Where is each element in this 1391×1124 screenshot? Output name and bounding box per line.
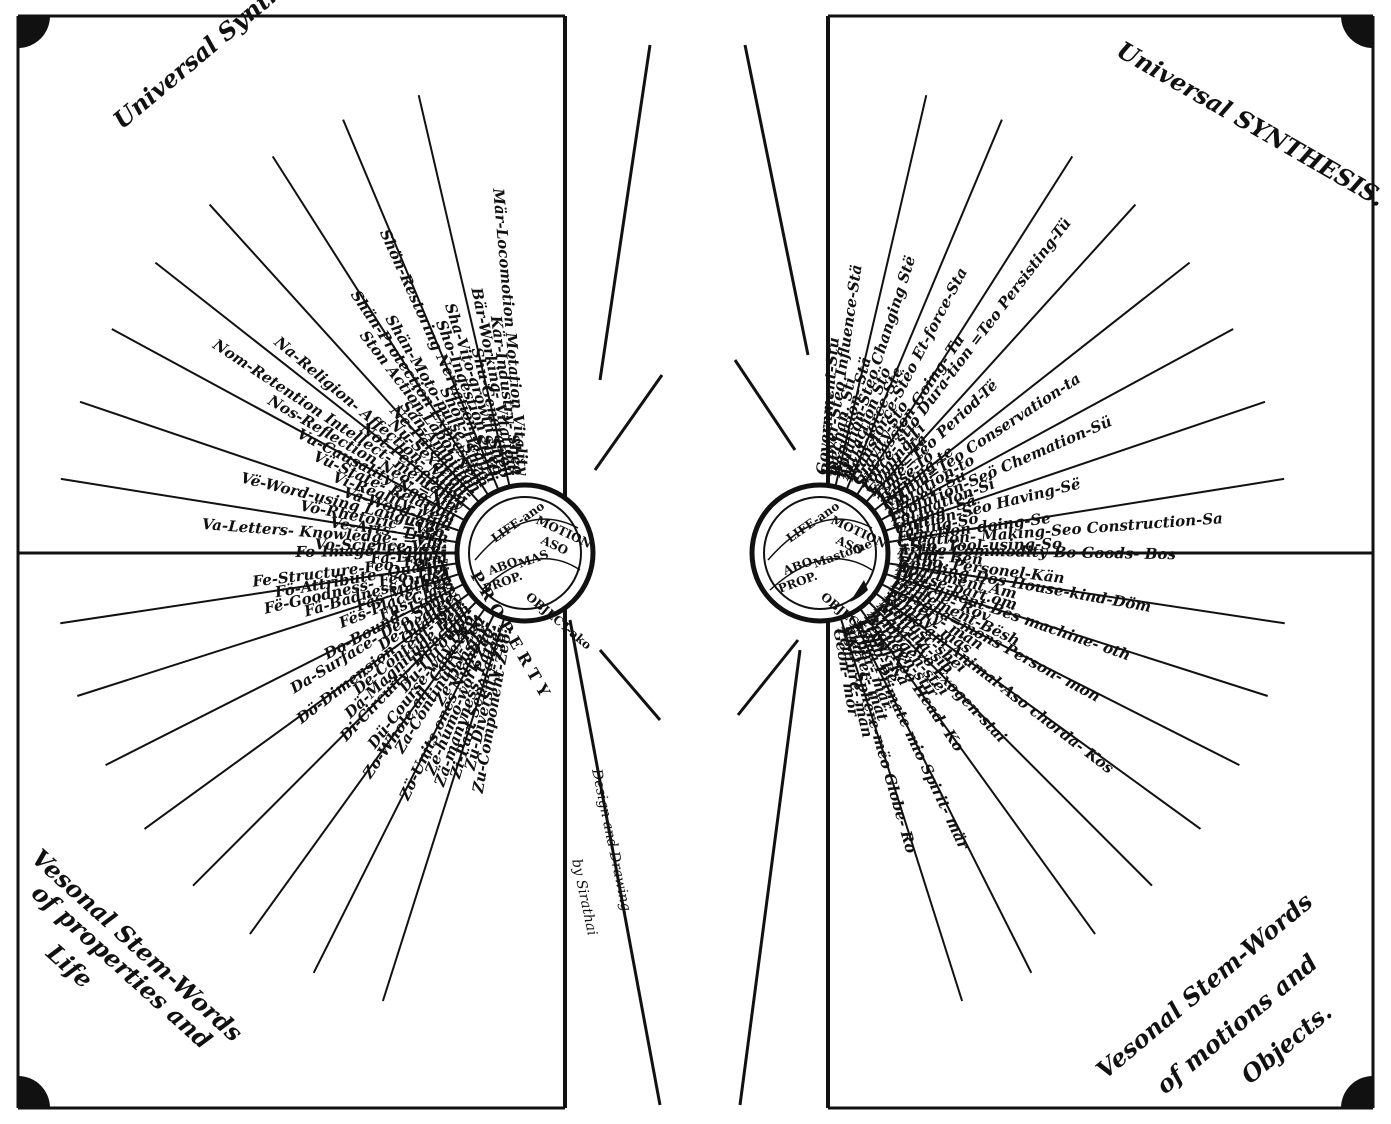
left-ray-divider-lower-23 bbox=[381, 619, 505, 1002]
left-ray-divider-lower-20 bbox=[312, 615, 495, 974]
right-header-top: Universal SYNTHESIS. bbox=[1112, 35, 1390, 212]
left-ray-divider-lower-14 bbox=[192, 601, 477, 887]
left-ray-divider-upper-11 bbox=[208, 203, 479, 502]
left-header-top: Universal Synthesis bbox=[107, 0, 329, 135]
left-corner-ornament-bl bbox=[18, 1076, 50, 1108]
left-ray-divider-upper-17 bbox=[111, 328, 464, 521]
left-ray-divider-upper-23 bbox=[60, 477, 457, 543]
right-ray-divider-lower-11 bbox=[876, 593, 1202, 830]
right-ray-divider-lower-17 bbox=[860, 609, 1096, 935]
right-ray-label-lower-0: Artite Commodity-Bo Goods- Bos bbox=[896, 540, 1177, 563]
left-ray-divider-lower-8 bbox=[105, 583, 463, 766]
left-ray-divider-upper-8 bbox=[271, 155, 489, 495]
right-ray-divider-lower-5 bbox=[886, 573, 1269, 697]
left-ray-divider-lower-5 bbox=[76, 573, 459, 697]
right-ray-divider-upper-8 bbox=[856, 155, 1074, 495]
right-ray-divider-lower-2 bbox=[889, 562, 1285, 625]
left-plate: Mär-Locomotion Motation VitalityKär-Indu… bbox=[16, 0, 634, 1110]
gutter-stroke-1 bbox=[598, 44, 652, 381]
left-hub-seam-2 bbox=[481, 558, 581, 591]
right-corner-ornament-br bbox=[1341, 1076, 1373, 1108]
left-ray-divider-lower-17 bbox=[249, 609, 485, 935]
right-hub-core bbox=[763, 496, 877, 610]
centre-gutter-strokes bbox=[568, 44, 810, 1106]
gutter-stroke-4 bbox=[568, 619, 662, 1106]
right-ray-divider-upper-14 bbox=[874, 261, 1191, 511]
right-ray-label-upper-26: =Sio. Tool-using-So bbox=[898, 535, 1062, 556]
gutter-stroke-3 bbox=[598, 649, 662, 721]
right-hub-seam-2 bbox=[769, 558, 873, 591]
right-ray-divider-lower-14 bbox=[868, 601, 1153, 887]
right-ray-divider-upper-11 bbox=[866, 203, 1137, 502]
right-ray-divider-upper-17 bbox=[881, 328, 1234, 521]
right-ray-divider-upper-5 bbox=[846, 119, 1003, 489]
gutter-stroke-2 bbox=[593, 374, 664, 471]
right-ray-divider-lower-8 bbox=[882, 583, 1240, 766]
left-hub-seam-1 bbox=[474, 518, 579, 561]
left-ray-divider-upper-5 bbox=[342, 119, 499, 489]
left-corner-ornament-tl bbox=[18, 16, 50, 48]
right-ray-divider-upper-2 bbox=[834, 94, 928, 486]
gutter-stroke-6 bbox=[733, 359, 797, 451]
right-hub-shaded-segment bbox=[850, 580, 868, 602]
left-ray-divider-upper-14 bbox=[154, 261, 471, 511]
left-ray-divider-upper-20 bbox=[79, 400, 460, 532]
left-ray-divider-upper-2 bbox=[417, 94, 511, 486]
right-corner-ornament-tr bbox=[1341, 16, 1373, 48]
gutter-stroke-8 bbox=[738, 649, 802, 1106]
left-ray-label-lower-0: Fo-Image- Figure- bbox=[294, 540, 447, 561]
left-ray-label-upper-26: Vo-Science-Veo- bbox=[314, 535, 447, 555]
right-ray-divider-upper-23 bbox=[888, 477, 1285, 543]
left-ray-divider-lower-11 bbox=[143, 593, 469, 830]
gutter-stroke-7 bbox=[736, 639, 800, 716]
gutter-stroke-5 bbox=[743, 44, 810, 356]
right-ray-divider-lower-23 bbox=[840, 619, 964, 1002]
right-ray-divider-upper-20 bbox=[885, 400, 1266, 532]
left-credit-2: by Sirathai bbox=[568, 858, 600, 938]
right-hub-seam-1 bbox=[767, 518, 873, 561]
left-ray-divider-lower-2 bbox=[60, 562, 456, 625]
left-hub-core bbox=[468, 496, 582, 610]
right-ray-divider-lower-20 bbox=[850, 615, 1033, 974]
left-ray-label-lower-1: Fa-Light- bbox=[369, 545, 448, 568]
